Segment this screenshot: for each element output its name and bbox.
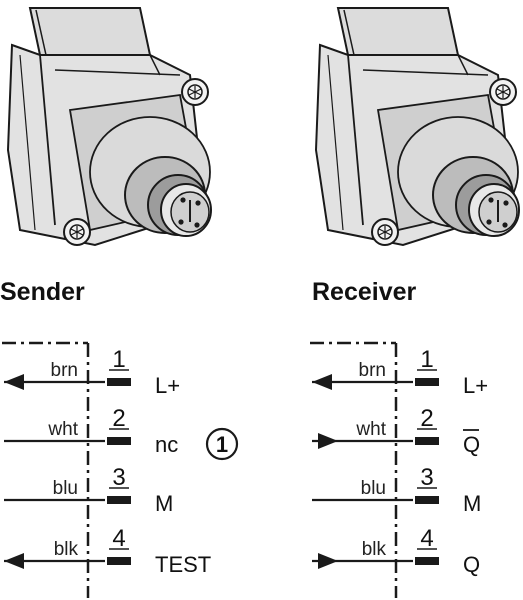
pin-row-3: blu 3M	[4, 464, 173, 516]
pin-contact	[107, 496, 131, 504]
outgoing-arrow-icon	[312, 374, 332, 390]
wire-color-label: wht	[355, 419, 386, 440]
wire-color-label: blu	[361, 478, 386, 499]
pin-number: 4	[420, 525, 433, 552]
pin-number: 4	[112, 525, 125, 552]
signal-label: M	[463, 491, 481, 516]
wire-color-label: blu	[53, 478, 78, 499]
signal-label: M	[155, 491, 173, 516]
pin-number: 3	[420, 464, 433, 491]
pin-row-2: wht 2Q	[312, 405, 480, 457]
signal-label: L+	[155, 373, 180, 398]
signal-label: TEST	[155, 552, 211, 577]
sender-title: Sender	[0, 278, 85, 306]
incoming-arrow-icon	[318, 433, 338, 449]
wire-color-label: blk	[362, 539, 387, 560]
receiver-title: Receiver	[312, 278, 417, 306]
pin-row-1: brn 1L+	[312, 346, 488, 398]
pin-contact	[415, 557, 439, 565]
pin-number: 1	[112, 346, 125, 373]
signal-label: nc	[155, 432, 178, 457]
pin-contact	[415, 437, 439, 445]
pin-number: 1	[420, 346, 433, 373]
pin-contact	[107, 378, 131, 386]
sender-housing-illustration	[7, 7, 212, 246]
pin-contact	[415, 378, 439, 386]
pin-number: 2	[420, 405, 433, 432]
pin-contact	[415, 496, 439, 504]
pin-number: 2	[112, 405, 125, 432]
outgoing-arrow-icon	[4, 553, 24, 569]
pin-contact	[107, 437, 131, 445]
pin-row-3: blu 3M	[312, 464, 481, 516]
incoming-arrow-icon	[318, 553, 338, 569]
pin-row-4: blk 4Q	[312, 525, 480, 577]
wire-color-label: wht	[47, 419, 78, 440]
wire-color-label: brn	[51, 360, 78, 381]
footnote-marker	[205, 427, 239, 461]
footnote-number: 1	[216, 432, 228, 457]
signal-label: Q	[463, 432, 480, 457]
wire-color-label: brn	[359, 360, 386, 381]
pin-row-1: brn 1L+	[4, 346, 180, 398]
pin-contact	[107, 557, 131, 565]
receiver-housing-illustration	[315, 7, 520, 246]
pin-row-2: wht 2 nc 1	[4, 405, 239, 461]
wire-color-label: blk	[54, 539, 79, 560]
signal-label: Q	[463, 552, 480, 577]
outgoing-arrow-icon	[4, 374, 24, 390]
pin-number: 3	[112, 464, 125, 491]
signal-label: L+	[463, 373, 488, 398]
